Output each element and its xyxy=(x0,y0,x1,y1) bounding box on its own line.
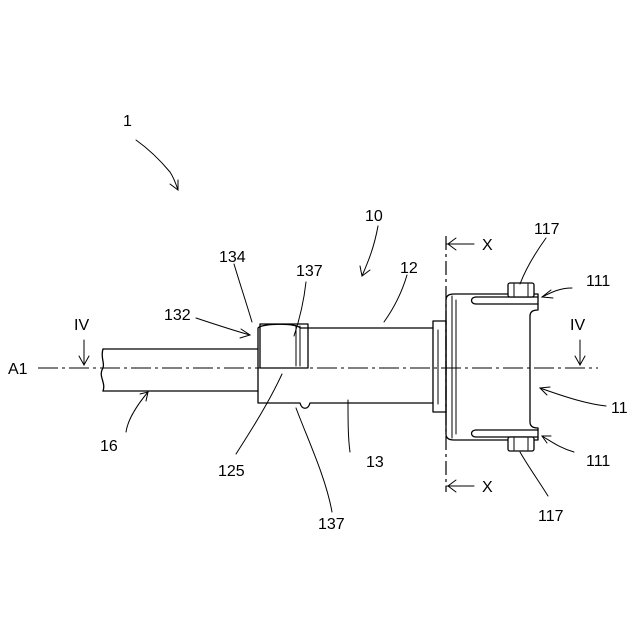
label-end-part: 11 xyxy=(611,400,628,417)
section-line-x xyxy=(446,236,474,492)
label-screw-lower: 117 xyxy=(538,508,564,525)
lower-screw xyxy=(508,437,534,451)
label-edge: 134 xyxy=(219,249,246,266)
label-screw-upper: 117 xyxy=(534,221,560,238)
label-wing-lower: 111 xyxy=(586,453,610,470)
section-arrow-iv-left xyxy=(79,340,89,365)
label-body: 10 xyxy=(365,208,383,225)
label-section-x-top: X xyxy=(482,237,493,254)
label-step: 132 xyxy=(164,307,191,324)
label-wing-upper: 111 xyxy=(586,273,610,290)
upper-screw xyxy=(508,283,534,297)
main-body xyxy=(258,324,433,408)
neck xyxy=(433,321,446,412)
label-lower-part: 13 xyxy=(366,454,384,471)
label-upper-part: 12 xyxy=(400,260,418,277)
label-section-iv-left: IV xyxy=(74,317,89,334)
section-arrow-iv-right xyxy=(575,340,585,365)
label-section-iv-right: IV xyxy=(570,317,585,334)
label-axis: A1 xyxy=(8,361,28,378)
label-device: 1 xyxy=(123,113,132,130)
label-shaft: 16 xyxy=(100,438,118,455)
label-groove-upper: 137 xyxy=(296,263,323,280)
label-groove-lower: 137 xyxy=(318,516,345,533)
shaft xyxy=(101,349,258,391)
lower-wing xyxy=(472,430,539,437)
upper-wing xyxy=(472,297,539,304)
label-section-x-bottom: X xyxy=(482,479,493,496)
end-part xyxy=(446,294,538,440)
label-bore: 125 xyxy=(218,463,245,480)
